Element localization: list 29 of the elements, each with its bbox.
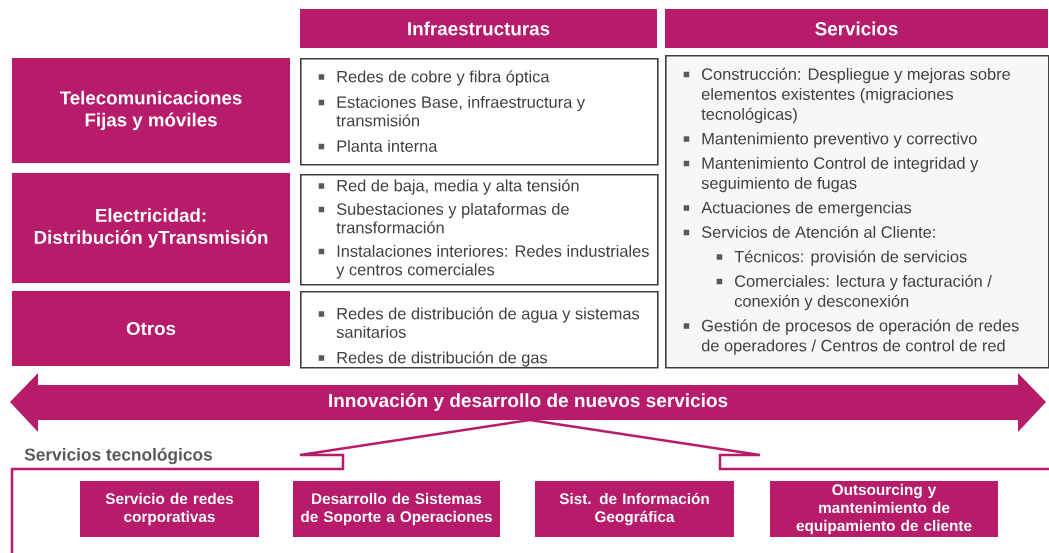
list-box: [300, 291, 659, 369]
service-box: Sist. de Información Geográfica: [535, 481, 734, 537]
column-header: Infraestructuras: [300, 9, 657, 48]
bullet-item: Construcción: Despliegue y mejoras sobre elementos existentes (migraciones tecnológicas): [683, 67, 1010, 124]
bullet-item: Técnicos: provisión de servicios: [716, 250, 967, 266]
bullet-item: Mantenimiento preventivo y correctivo: [683, 132, 977, 148]
service-box: Outsourcing y mantenimiento de equipamiento de cliente: [770, 481, 998, 537]
bullet-item: Subestaciones y plataformas de transformación: [318, 202, 569, 234]
bullet-item: Instalaciones interiores: Redes industriales y centros comerciales: [318, 244, 649, 279]
row-label: Telecomunicaciones Fijas y móviles: [12, 58, 290, 163]
bullet-item: Gestión de procesos de operación de redes de operadores / Centros de control de red: [683, 319, 1019, 355]
list-box: [665, 55, 1049, 369]
service-box: Desarrollo de Sistemas de Soporte a Operaciones: [293, 481, 500, 537]
bullet-item: Red de baja, media y alta tensión: [318, 179, 579, 195]
service-box: Servicio de redes corporativas: [80, 481, 259, 537]
bullet-item: Mantenimiento Control de integridad y seguimiento de fugas: [683, 156, 979, 193]
list-box: [300, 58, 659, 166]
list-box: [300, 174, 659, 286]
bullet-item: Servicios de Atención al Cliente:: [683, 225, 935, 238]
column-header: Servicios: [665, 9, 1048, 48]
bullet-item: Actuaciones de emergencias: [683, 201, 912, 217]
bullet-item: Redes de distribución de agua y sistemas sanitarios: [318, 307, 640, 338]
bullet-item: Redes de distribución de gas: [318, 351, 548, 367]
bullet-item: Estaciones Base, infraestructura y transmisión: [318, 95, 585, 127]
row-label: Electricidad: Distribución yTransmisión: [12, 173, 290, 283]
bullet-item: Planta interna: [318, 139, 438, 152]
bullet-item: Comerciales: lectura y facturación / conexión y desconexión: [716, 274, 992, 311]
row-label: Otros: [12, 291, 290, 366]
bullet-item: Redes de cobre y fibra óptica: [318, 70, 550, 86]
